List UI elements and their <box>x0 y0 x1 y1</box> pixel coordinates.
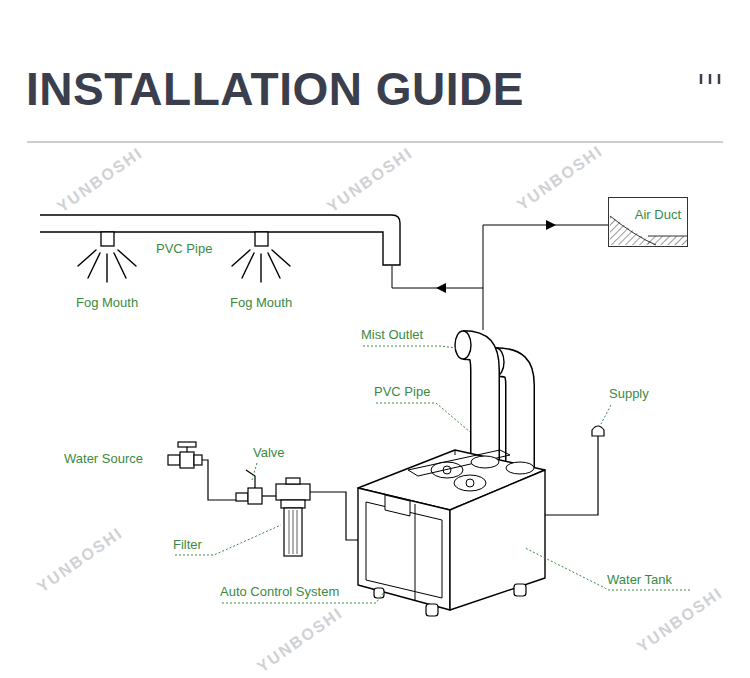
watermark: YUNBOSHI <box>254 604 347 676</box>
watermark: YUNBOSHI <box>34 524 127 596</box>
page-title: INSTALLATION GUIDE <box>26 62 524 116</box>
part-label: Water Source <box>62 451 145 467</box>
part-label: Water Tank <box>605 572 674 588</box>
air-duct-box: Air Duct <box>608 197 688 247</box>
part-label: PVC Pipe <box>154 241 214 257</box>
part-label: Supply <box>607 386 651 402</box>
part-label: Auto Control System <box>218 584 341 600</box>
duct-label: Air Duct <box>635 207 681 223</box>
watermark: YUNBOSHI <box>54 144 147 216</box>
watermark: YUNBOSHI <box>634 584 727 656</box>
watermark: YUNBOSHI <box>514 142 607 214</box>
watermark: YUNBOSHI <box>324 144 417 216</box>
part-label: PVC Pipe <box>372 384 432 400</box>
part-label: Fog Mouth <box>74 295 140 311</box>
part-label: Fog Mouth <box>228 295 294 311</box>
part-label: Filter <box>171 537 204 553</box>
part-label: Valve <box>251 445 287 461</box>
part-label: Mist Outlet <box>359 327 425 343</box>
